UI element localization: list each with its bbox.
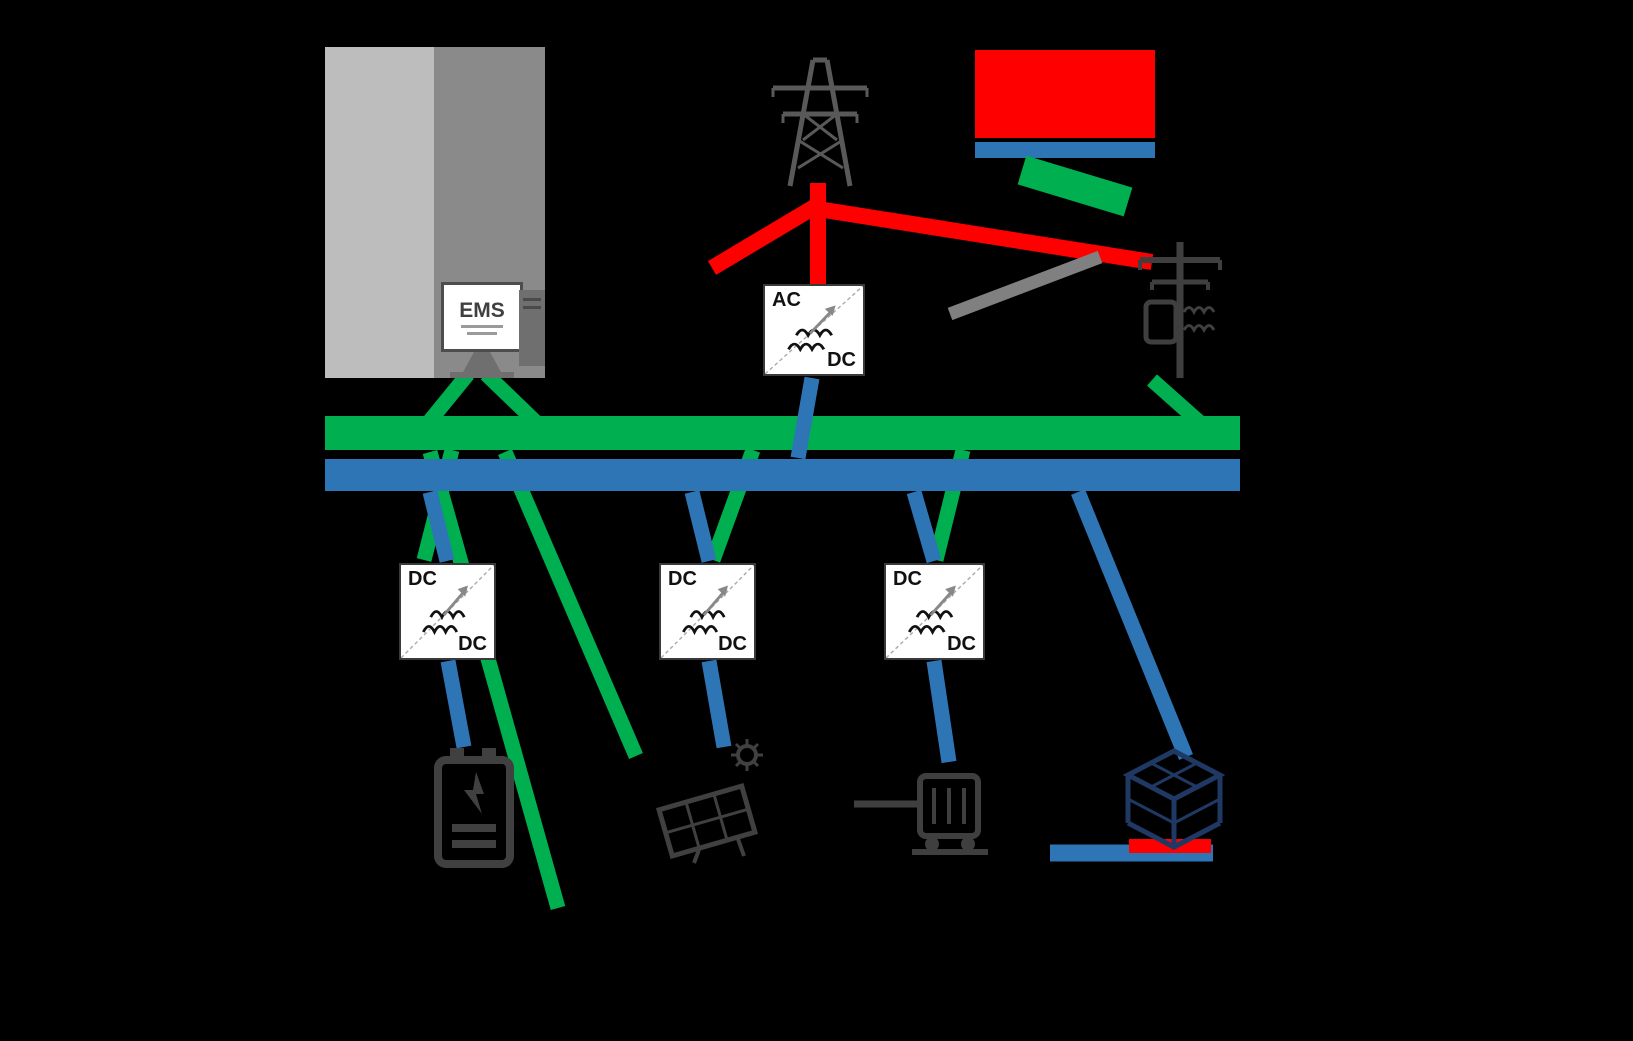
ems-screen: EMS <box>441 282 523 352</box>
coil-icon <box>787 342 826 353</box>
comm-branch-ems-left <box>418 369 474 433</box>
dc-dc-converter-box-2: DC DC <box>659 563 756 660</box>
comm-branch-ems-right <box>480 368 548 434</box>
dc-branches <box>422 376 1213 862</box>
pc-tower-icon <box>519 290 545 366</box>
comm-branch-pole <box>1147 374 1211 434</box>
solar-panel-icon <box>655 739 763 864</box>
coil-icon <box>907 625 946 636</box>
dc-branch-fuelcell <box>926 659 957 764</box>
ac-line-grid-to-pole <box>816 201 1154 270</box>
ems-screen-line <box>467 331 497 335</box>
gray-link-line <box>947 250 1103 321</box>
dc-branch-home <box>1071 489 1193 760</box>
converter-input-label: DC <box>668 568 697 590</box>
converter-output-label: DC <box>827 349 856 371</box>
ac-dc-converter-box: AC DC <box>763 284 865 376</box>
coil-icon <box>682 625 719 636</box>
comm-branch-battery-long <box>422 449 566 911</box>
dc-dc-converter-box-1: DC DC <box>399 563 496 660</box>
ac-line-grid-left <box>707 199 821 275</box>
converter-input-label: DC <box>893 568 922 590</box>
dc-dc-converter-box-3: DC DC <box>884 563 985 660</box>
dc-branch-pv <box>701 659 732 749</box>
converter-output-label: DC <box>947 633 976 655</box>
dc-branch-dcdc2 <box>684 490 717 563</box>
coil-icon <box>422 625 459 636</box>
monitor-stand-base <box>450 372 514 378</box>
converter-output-label: DC <box>718 633 747 655</box>
pole-transformer-icon <box>1138 242 1222 378</box>
fuel-cell-icon <box>854 773 988 855</box>
dc-branch-acdc <box>790 376 820 460</box>
dc-branch-dcdc3 <box>906 489 942 564</box>
legend-communication-line-bar <box>1017 155 1133 217</box>
legend-ac-line-bar <box>975 50 1155 138</box>
arrow-head <box>457 585 468 597</box>
ems-label: EMS <box>459 298 505 322</box>
communication-branches <box>416 368 1211 911</box>
transmission-tower-icon <box>771 57 869 187</box>
monitor-stand <box>462 352 502 374</box>
ems-screen-line <box>461 324 503 328</box>
dc-branch-dcdc1 <box>422 490 455 563</box>
arrow-head <box>824 305 836 316</box>
building-icon <box>325 47 434 378</box>
converter-input-label: AC <box>772 289 801 311</box>
converter-input-label: DC <box>408 568 437 590</box>
smart-home-icon <box>1122 748 1226 850</box>
legend-dc-line-bar <box>975 142 1155 158</box>
converter-output-label: DC <box>458 633 487 655</box>
dc-branch-battery <box>440 659 472 749</box>
battery-icon <box>434 748 514 868</box>
comm-branch-battery <box>498 449 643 759</box>
